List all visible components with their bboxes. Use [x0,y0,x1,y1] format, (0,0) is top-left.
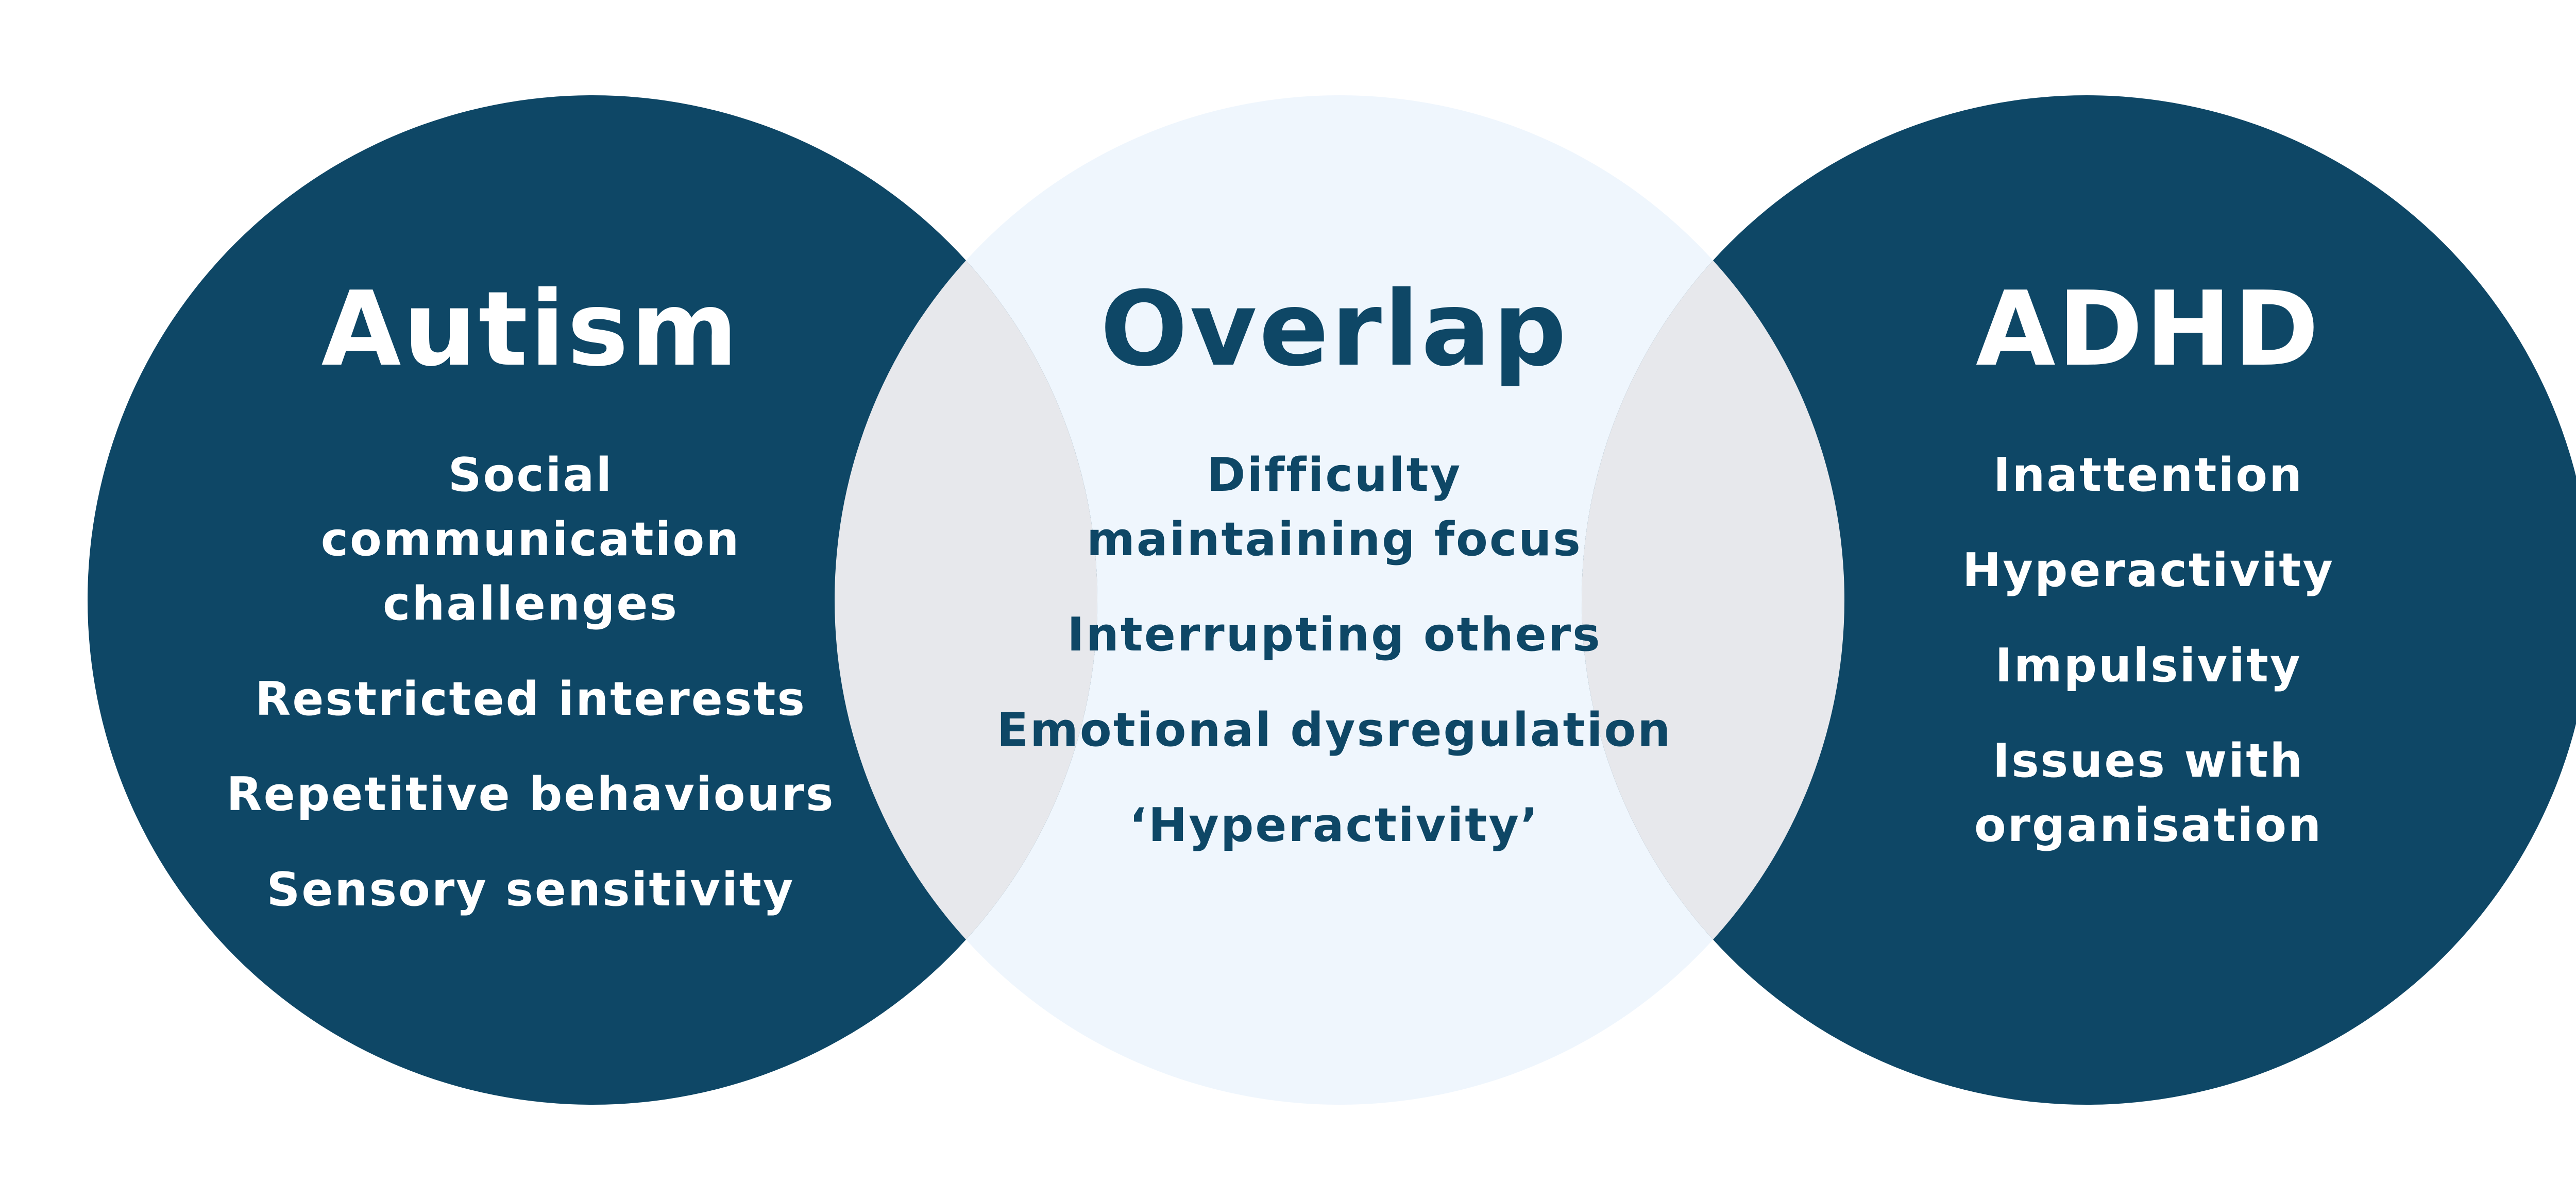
adhd-title: ADHD [1975,269,2321,389]
adhd-circle [1582,95,2576,1105]
list-item: Impulsivity [1995,639,2302,693]
overlap-section: Overlap Difficulty maintaining focus Int… [948,268,1721,888]
list-item: Hyperactivity [1962,543,2334,597]
list-item: Inattention [1993,448,2304,502]
autism-title: Autism [321,269,740,389]
list-item: Issues with organisation [1974,734,2323,852]
overlap-title: Overlap [1100,269,1569,389]
list-item: Emotional dysregulation [996,703,1672,757]
list-item: ‘Hyperactivity’ [1129,798,1540,852]
list-item: Interrupting others [1067,608,1602,662]
list-item: Social communication challenges [320,448,741,631]
autism-circle [88,95,1097,1105]
list-item: Repetitive behaviours [226,767,835,821]
autism-list: Social communication challenges Restrict… [144,443,917,922]
list-item: Difficulty maintaining focus [1087,448,1582,567]
overlap-circle [835,95,1844,1105]
adhd-list: Inattention Hyperactivity Impulsivity Is… [1762,443,2535,858]
list-item: Sensory sensitivity [266,863,795,917]
overlap-list: Difficulty maintaining focus Interruptin… [948,443,1721,858]
list-item: Restricted interests [255,672,806,726]
autism-section: Autism Social communication challenges R… [144,268,917,953]
adhd-section: ADHD Inattention Hyperactivity Impulsivi… [1762,268,2535,888]
